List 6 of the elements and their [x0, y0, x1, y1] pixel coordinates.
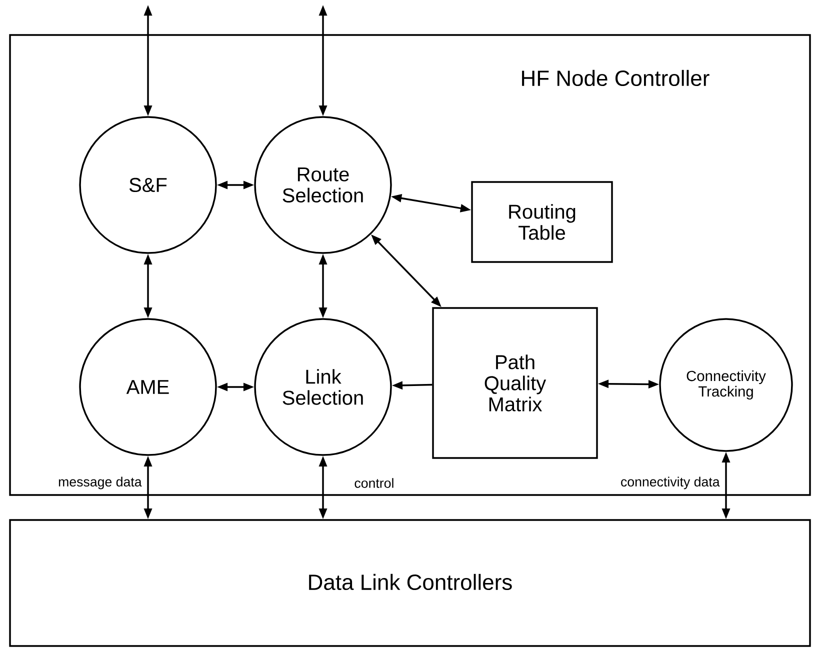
edge-label: connectivity data [619, 475, 722, 491]
edge-label: control [352, 476, 396, 490]
table-box: Routing Table [471, 181, 613, 263]
edge-label: message data [56, 475, 144, 491]
controller-box: Data Link Controllers [9, 519, 811, 647]
matrix-box: Path Quality Matrix [432, 307, 598, 459]
